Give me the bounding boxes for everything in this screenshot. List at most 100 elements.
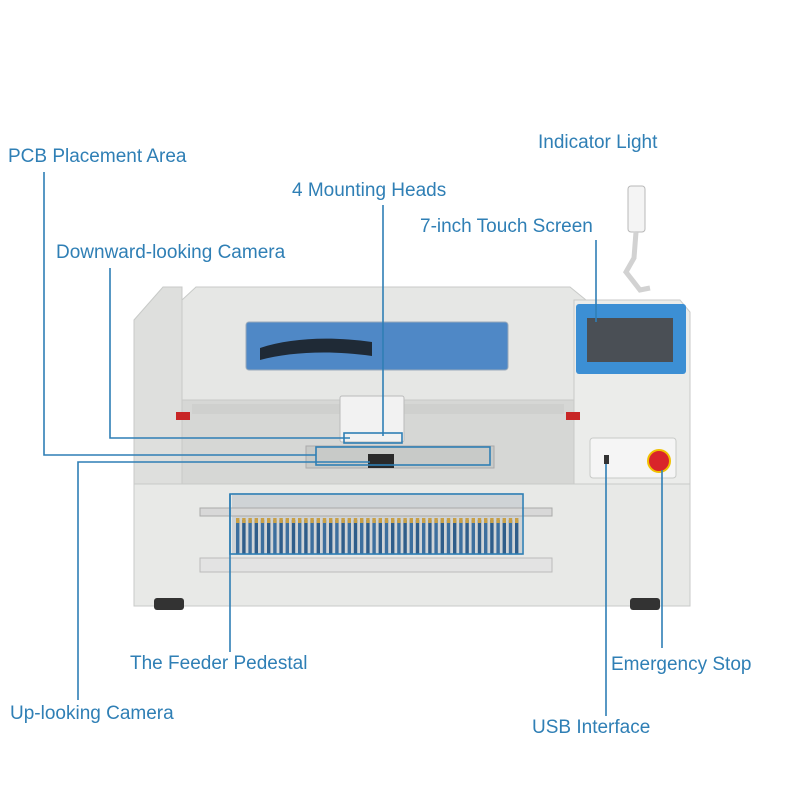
feeder-slot-cap [403,518,407,523]
feeder-slot-cap [508,518,513,523]
feeder-slot [465,520,469,554]
feeder-slot [508,520,513,554]
mounting-head-block [339,395,405,443]
label-downward-camera: Downward-looking Camera [56,242,286,263]
feeder-slot-cap [446,518,451,523]
feeder-slot-cap [440,518,444,523]
feeder-slot-cap [273,518,277,523]
feeder-slot [403,520,407,554]
feeder-slot [279,520,283,554]
feeder-slot [353,520,358,554]
feeder-slot [446,520,451,554]
feeder-slot-cap [372,518,376,523]
feeder-slot-cap [360,518,364,523]
feeder-slot [459,520,463,554]
feeder-slot-cap [490,518,494,523]
feeder-slot [335,520,339,554]
leader-pcb-placement-area [43,172,316,456]
feeder-slot [471,520,475,554]
feeder-slot-cap [291,518,296,523]
feeder-slot [453,520,457,554]
feeder-slot-cap [366,518,370,523]
emergency-stop-icon [647,449,671,473]
label-touch-screen: 7-inch Touch Screen [420,216,593,237]
feeder-slot [502,520,506,554]
feeder-slot-cap [397,518,401,523]
feeder-slot [347,520,351,554]
feeder-slot [273,520,277,554]
feeder-base-rail [199,557,553,573]
feeder-slot-cap [409,518,413,523]
feeder-slot-cap [353,518,358,523]
feeder-slot [484,520,488,554]
feeder-slot-cap [322,518,327,523]
feeder-slot-cap [310,518,314,523]
pcb-placement-area-outline [315,446,491,466]
label-pcb-placement-area: PCB Placement Area [8,146,187,167]
feeder-bar [199,507,553,517]
feeder-slot-cap [236,518,240,523]
indicator-light-icon [627,185,646,233]
feeder-slot [291,520,296,554]
feeder-slot [254,520,258,554]
feeder-slot [391,520,395,554]
feeder-slot [428,520,432,554]
feeder-slot [384,520,389,554]
feeder-slot [477,520,482,554]
up-camera-housing [368,454,394,468]
feeder-slot [267,520,271,554]
feeder-slot [310,520,314,554]
feeder-slot-cap [459,518,463,523]
feeder-slot-cap [347,518,351,523]
feeder-slot-cap [384,518,389,523]
lid-window [245,321,509,371]
feeder-slot-cap [434,518,438,523]
feeder-slot [366,520,370,554]
feeder-slot [304,520,308,554]
feeder-slot-cap [242,518,246,523]
left-rail-marker [176,412,190,420]
usb-port-icon [604,455,609,464]
feeder-slot [409,520,413,554]
feeder-pedestal-outline [229,493,524,555]
feeder-slot [248,520,252,554]
feeder-slot-cap [341,518,345,523]
feeder-slot [397,520,401,554]
feeder-slot [260,520,265,554]
feeder-slot-cap [316,518,320,523]
feeder-slot [322,520,327,554]
feeder-slot-cap [254,518,258,523]
foot-left [154,598,184,610]
feeder-slot-cap [415,518,420,523]
feeder-slot-cap [502,518,506,523]
feeder-slot-cap [285,518,289,523]
feeder-slot-cap [515,518,519,523]
label-feeder-pedestal: The Feeder Pedestal [130,653,308,674]
feeder-slot [496,520,500,554]
feeder-slot-cap [484,518,488,523]
feeder-slot-cap [279,518,283,523]
label-indicator-light: Indicator Light [538,132,658,153]
foot-right [630,598,660,610]
feeder-slot-cap [267,518,271,523]
feeder-slot-cap [335,518,339,523]
feeder-slot-cap [422,518,426,523]
feeder-slot-cap [496,518,500,523]
label-up-looking-camera: Up-looking Camera [10,703,174,724]
feeder-slot-cap [248,518,252,523]
label-four-mounting-heads: 4 Mounting Heads [292,180,447,201]
right-rail-marker [566,412,580,420]
feeder-slot [316,520,320,554]
feeder-slot-cap [477,518,482,523]
feeder-slot-cap [329,518,333,523]
feeder-slot [378,520,382,554]
feeder-slot-cap [471,518,475,523]
feeder-slots [236,518,519,554]
feeder-slot-cap [260,518,265,523]
feeder-slot [415,520,420,554]
feeder-slot-cap [298,518,302,523]
feeder-slot [372,520,376,554]
feeder-slot-cap [428,518,432,523]
label-emergency-stop: Emergency Stop [611,654,752,675]
